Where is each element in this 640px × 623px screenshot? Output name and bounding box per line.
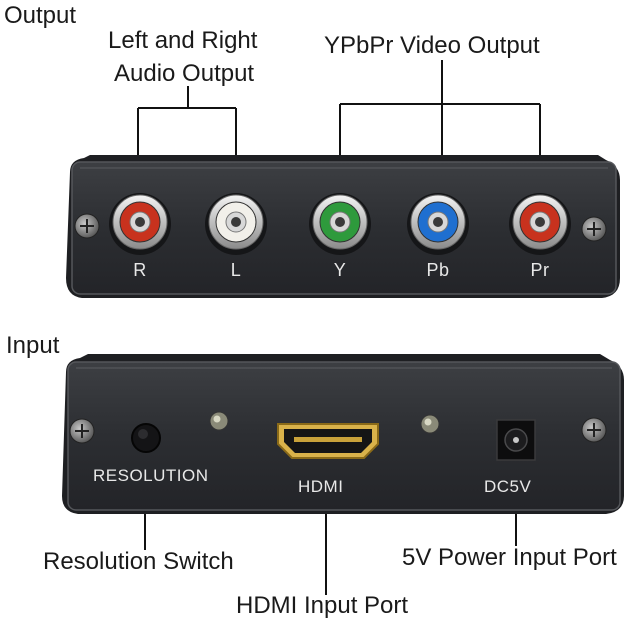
resolution-port-label: RESOLUTION <box>93 466 209 485</box>
rca-label-r: R <box>133 260 147 280</box>
dc-port-label: DC5V <box>484 477 532 496</box>
led-indicator-icon <box>209 411 229 431</box>
screw-icon <box>581 417 607 443</box>
output-section-title: Output <box>4 2 77 29</box>
screw-icon <box>74 213 100 239</box>
rca-jack-y-icon[interactable] <box>309 193 371 255</box>
video-output-callout: YPbPr Video Output <box>324 32 540 59</box>
rca-jack-pr-icon[interactable] <box>509 193 571 255</box>
rca-label-pb: Pb <box>426 260 450 280</box>
hdmi-port-icon[interactable] <box>277 423 379 459</box>
input-section-title: Input <box>6 332 60 359</box>
audio-output-callout-line1: Left and Right <box>108 27 258 54</box>
hdmi-input-callout: HDMI Input Port <box>236 592 409 619</box>
hdmi-port-label: HDMI <box>298 477 344 496</box>
rca-label-l: L <box>230 260 242 280</box>
rca-jack-pb-icon[interactable] <box>407 193 469 255</box>
rca-label-pr: Pr <box>530 260 550 280</box>
screw-icon <box>69 418 95 444</box>
rca-jack-l-icon[interactable] <box>205 193 267 255</box>
led-indicator-icon <box>420 414 440 434</box>
rca-jack-r-icon[interactable] <box>109 193 171 255</box>
resolution-button[interactable] <box>131 423 161 453</box>
power-input-callout: 5V Power Input Port <box>402 544 617 571</box>
audio-output-callout-line2: Audio Output <box>114 60 255 87</box>
dc-power-jack-icon[interactable] <box>496 419 536 461</box>
screw-icon <box>581 216 607 242</box>
resolution-switch-callout: Resolution Switch <box>43 548 234 575</box>
rca-label-y: Y <box>333 260 347 280</box>
